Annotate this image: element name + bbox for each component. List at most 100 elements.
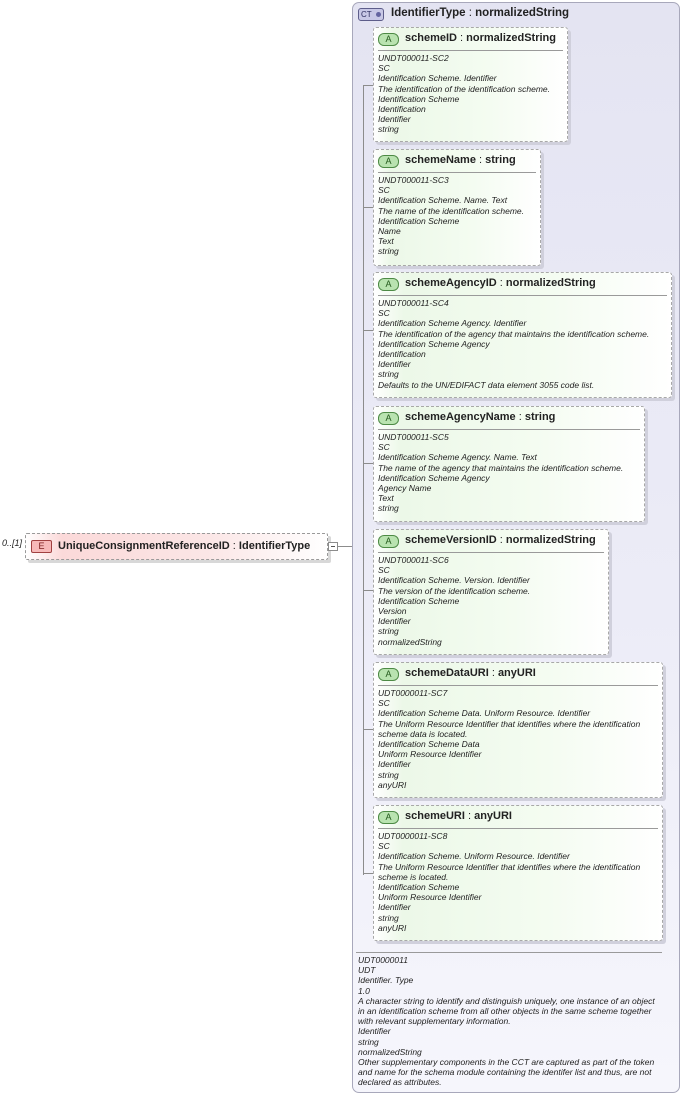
doc-line: Other supplementary components in the CC… <box>358 1057 655 1088</box>
attribute-scheme-data-uri[interactable]: A schemeDataURI : anyURI UDT0000011-SC7 … <box>373 662 663 798</box>
doc-line: UDT0000011 <box>358 955 408 965</box>
doc-line: The Uniform Resource Identifier that ide… <box>378 861 641 882</box>
connector-tick <box>363 463 373 464</box>
doc-line: Identification Scheme Agency. Identifier <box>378 318 527 329</box>
attribute-icon: A <box>378 33 399 46</box>
doc-line: Uniform Resource Identifier <box>378 892 482 903</box>
connector-line <box>338 546 363 547</box>
doc-line: Uniform Resource Identifier <box>378 749 482 760</box>
attribute-icon: A <box>378 278 399 291</box>
doc-line: Identification Scheme Agency <box>378 472 490 483</box>
doc-line: UDT <box>358 965 376 976</box>
attribute-scheme-version-id[interactable]: A schemeVersionID : normalizedString UND… <box>373 529 609 655</box>
doc-line: normalizedString <box>358 1046 422 1057</box>
doc-line: Identification Scheme Agency <box>378 338 490 349</box>
attribute-divider <box>378 50 563 51</box>
attribute-type: anyURI <box>474 810 512 822</box>
doc-line: The Uniform Resource Identifier that ide… <box>378 718 641 739</box>
attribute-icon: A <box>378 811 399 824</box>
attribute-icon: A <box>378 155 399 168</box>
doc-line: Identification Scheme. Uniform Resource.… <box>378 851 570 862</box>
attribute-name: schemeDataURI <box>405 667 489 679</box>
element-box[interactable] <box>25 533 328 560</box>
attribute-title: schemeID : normalizedString <box>405 32 556 44</box>
doc-line: string <box>378 246 399 257</box>
attribute-icon: A <box>378 535 399 548</box>
attribute-type: string <box>524 411 556 423</box>
doc-line: SC <box>378 185 390 196</box>
attribute-scheme-id[interactable]: A schemeID : normalizedString UNDT000011… <box>373 27 568 142</box>
doc-line: SC <box>378 841 390 852</box>
attribute-scheme-agency-id[interactable]: A schemeAgencyID : normalizedString UNDT… <box>373 272 672 398</box>
doc-line: string <box>378 369 399 380</box>
doc-line: A character string to identify and disti… <box>358 995 655 1027</box>
element-icon: E <box>31 540 52 553</box>
doc-line: anyURI <box>378 922 407 933</box>
attribute-title: schemeVersionID : normalizedString <box>405 534 596 546</box>
doc-line: string <box>358 1036 379 1047</box>
attribute-divider <box>378 828 658 829</box>
complex-type-title: IdentifierType : normalizedString <box>391 7 570 19</box>
attribute-type: normalizedString <box>466 32 556 44</box>
doc-line: Identification Scheme. Version. Identifi… <box>378 575 530 586</box>
doc-line: UNDT000011-SC4 <box>378 298 449 308</box>
doc-line: Identification Scheme <box>378 215 460 226</box>
attribute-name: schemeAgencyID <box>405 277 497 289</box>
doc-line: Identifier <box>358 1026 391 1037</box>
attribute-documentation: UNDT000011-SC5 SC Identification Scheme … <box>378 432 623 514</box>
doc-line: Identification Scheme Data. Uniform Reso… <box>378 708 591 719</box>
doc-line: Identification Scheme <box>378 595 460 606</box>
collapse-toggle-icon[interactable] <box>328 542 338 551</box>
attribute-title: schemeAgencyID : normalizedString <box>405 277 596 289</box>
doc-line: Identification Scheme <box>378 93 460 104</box>
attribute-title: schemeURI : anyURI <box>405 810 512 822</box>
doc-line: string <box>378 912 399 923</box>
doc-line: Identification Scheme Agency. Name. Text <box>378 452 537 463</box>
doc-line: Identifier <box>378 359 411 370</box>
doc-line: UNDT000011-SC6 <box>378 555 449 565</box>
doc-line: string <box>378 503 399 514</box>
doc-line: SC <box>378 698 390 709</box>
doc-line: UNDT000011-SC5 <box>378 432 449 442</box>
doc-line: SC <box>378 63 390 74</box>
element-type: IdentifierType <box>238 540 311 552</box>
doc-line: Identification <box>378 104 426 115</box>
attribute-type: normalizedString <box>505 277 596 289</box>
complex-type-name: IdentifierType <box>391 7 466 19</box>
complex-type-base: normalizedString <box>475 7 570 19</box>
doc-line: The name of the agency that maintains th… <box>378 462 624 473</box>
doc-line: The name of the identification scheme. <box>378 205 524 216</box>
doc-line: UNDT000011-SC2 <box>378 53 449 63</box>
attribute-type: string <box>485 154 516 166</box>
doc-line: Text <box>378 493 394 504</box>
element-multiplicity: 0..[1] <box>2 538 23 548</box>
attribute-scheme-uri[interactable]: A schemeURI : anyURI UDT0000011-SC8 SC I… <box>373 805 663 941</box>
doc-line: Identification Scheme. Identifier <box>378 73 497 84</box>
doc-line: Text <box>378 236 394 247</box>
attribute-title: schemeDataURI : anyURI <box>405 667 536 679</box>
type-documentation: UDT0000011 UDT Identifier. Type 1.0 A ch… <box>358 955 658 1088</box>
doc-line: Identification Scheme Data <box>378 739 480 750</box>
attribute-scheme-agency-name[interactable]: A schemeAgencyName : string UNDT000011-S… <box>373 406 645 522</box>
attribute-scheme-name[interactable]: A schemeName : string UNDT000011-SC3 SC … <box>373 149 541 266</box>
attribute-title: schemeAgencyName : string <box>405 411 556 423</box>
connector-tick <box>363 85 373 86</box>
doc-line: anyURI <box>378 779 407 790</box>
doc-line: UNDT000011-SC3 <box>378 175 449 185</box>
attribute-icon: A <box>378 412 399 425</box>
doc-line: SC <box>378 565 390 576</box>
attribute-connector-line <box>363 85 364 875</box>
element-name: UniqueConsignmentReferenceID <box>58 540 230 552</box>
attribute-name: schemeName <box>405 154 476 166</box>
complex-type-icon: CT <box>358 8 384 21</box>
doc-line: Defaults to the UN/EDIFACT data element … <box>378 379 595 390</box>
attribute-divider <box>378 429 640 430</box>
attribute-divider <box>378 685 658 686</box>
attribute-documentation: UNDT000011-SC3 SC Identification Scheme.… <box>378 175 524 257</box>
attribute-documentation: UNDT000011-SC2 SC Identification Scheme.… <box>378 53 550 135</box>
doc-line: normalizedString <box>378 636 442 647</box>
doc-line: string <box>378 626 399 637</box>
doc-line: The identification of the identification… <box>378 83 550 94</box>
doc-line: Identification Scheme <box>378 882 460 893</box>
doc-line: 1.0 <box>358 985 370 996</box>
